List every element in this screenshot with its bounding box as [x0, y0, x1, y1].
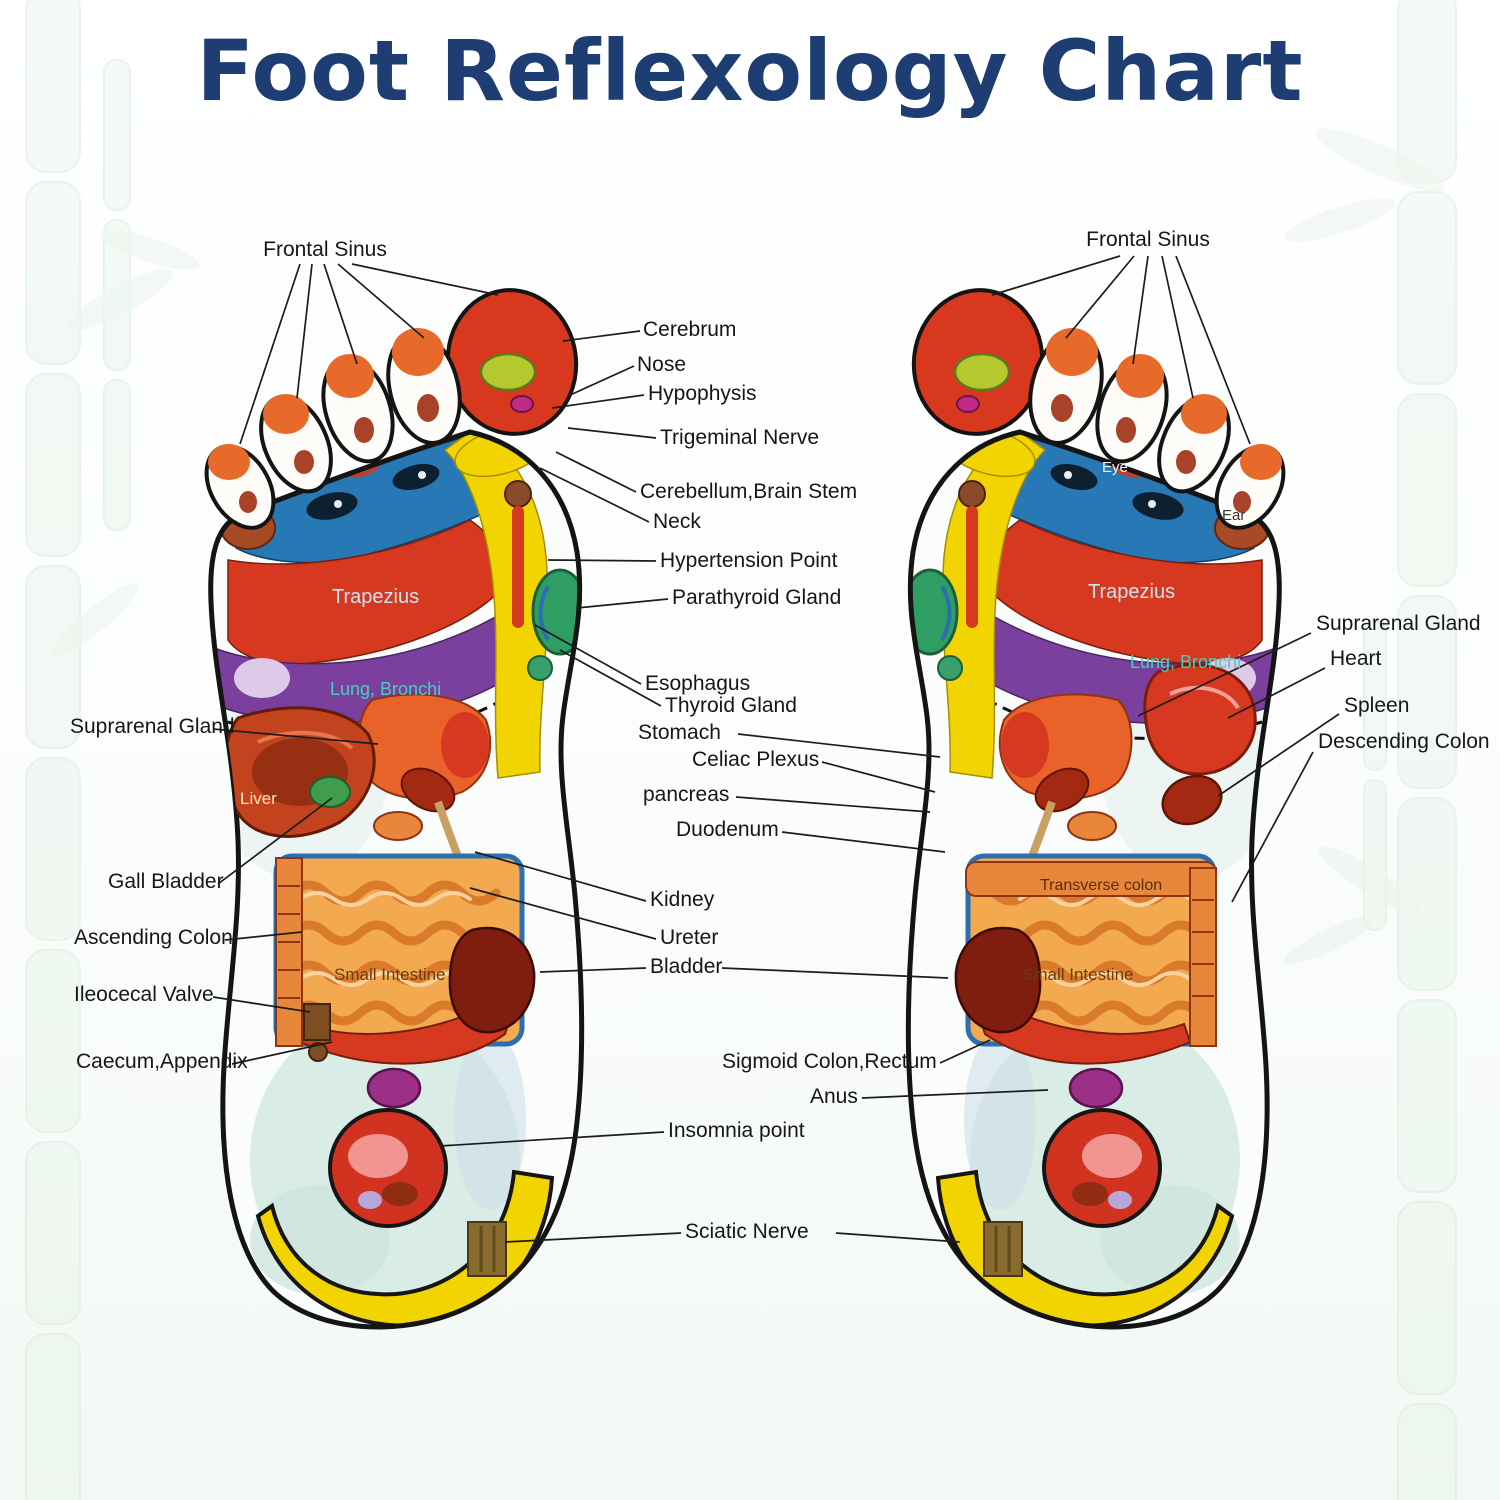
label-neck: Neck	[653, 510, 701, 533]
label-lung-bronchi-right: Lung, Bronchi	[1130, 652, 1241, 672]
label-nose: Nose	[637, 353, 686, 376]
label-sciatic-nerve: Sciatic Nerve	[685, 1220, 809, 1243]
label-duodenum: Duodenum	[676, 818, 779, 841]
label-trigeminal-nerve: Trigeminal Nerve	[660, 426, 819, 449]
label-ear-right: Ear	[1222, 507, 1245, 524]
label-eye-right: Eye	[1102, 459, 1128, 476]
labels: Frontal Sinus Frontal Sinus Cerebrum Nos…	[70, 228, 1490, 1243]
heart-region	[1143, 663, 1257, 776]
label-ascending-colon: Ascending Colon	[74, 926, 233, 949]
label-cerebrum: Cerebrum	[643, 318, 736, 341]
label-liver: Liver	[240, 789, 277, 808]
label-heart: Heart	[1330, 647, 1382, 670]
right-foot-organs	[965, 663, 1257, 1047]
label-suprarenal-gland-right: Suprarenal Gland	[1316, 612, 1481, 635]
label-frontal-sinus-right: Frontal Sinus	[1086, 228, 1210, 251]
label-caecum-appendix: Caecum,Appendix	[76, 1050, 248, 1073]
label-gall-bladder: Gall Bladder	[108, 870, 224, 893]
ascending-colon-region	[275, 857, 303, 1047]
label-trapezius-right: Trapezius	[1088, 581, 1175, 603]
label-thyroid-gland: Thyroid Gland	[665, 694, 797, 717]
bamboo-decoration-left	[25, 0, 200, 1500]
caecum-appendix-region	[308, 1042, 328, 1062]
label-small-intestine-left: Small Intestine	[334, 965, 446, 984]
right-foot	[903, 282, 1297, 1327]
label-small-intestine-right: Small Intestine	[1022, 965, 1134, 984]
gall-bladder-region	[309, 776, 351, 808]
label-trapezius-left: Trapezius	[332, 586, 419, 608]
label-stomach: Stomach	[638, 721, 721, 744]
descending-colon-region	[1189, 867, 1217, 1047]
label-frontal-sinus-left: Frontal Sinus	[263, 238, 387, 261]
label-ureter: Ureter	[660, 926, 718, 949]
heart-highlight	[1169, 685, 1240, 710]
label-spleen: Spleen	[1344, 694, 1409, 717]
page-title: Foot Reflexology Chart	[196, 22, 1304, 120]
label-bladder: Bladder	[650, 955, 722, 978]
label-anus: Anus	[810, 1085, 858, 1108]
label-sigmoid-colon-rectum: Sigmoid Colon,Rectum	[722, 1050, 937, 1073]
label-hypophysis: Hypophysis	[648, 382, 757, 405]
label-esophagus: Esophagus	[645, 672, 750, 695]
liver-highlight	[257, 730, 354, 750]
ileocecal-valve-region	[303, 1003, 331, 1041]
label-celiac-plexus: Celiac Plexus	[692, 748, 819, 771]
label-pancreas: pancreas	[643, 783, 729, 806]
label-transverse-colon: Transverse colon	[1040, 877, 1162, 894]
connector-lines	[212, 255, 1340, 1243]
label-descending-colon: Descending Colon	[1318, 730, 1490, 753]
label-parathyroid-gland: Parathyroid Gland	[672, 586, 841, 609]
label-suprarenal-gland-left: Suprarenal Gland	[70, 715, 235, 738]
label-cerebellum-brain-stem: Cerebellum,Brain Stem	[640, 480, 857, 503]
bamboo-decoration-right	[1284, 0, 1457, 1500]
label-lung-bronchi-left: Lung, Bronchi	[330, 679, 441, 699]
label-hypertension-point: Hypertension Point	[660, 549, 838, 572]
spleen-region	[1161, 774, 1223, 826]
label-ileocecal-valve: Ileocecal Valve	[74, 983, 214, 1006]
label-insomnia-point: Insomnia point	[668, 1119, 805, 1142]
label-kidney: Kidney	[650, 888, 715, 911]
